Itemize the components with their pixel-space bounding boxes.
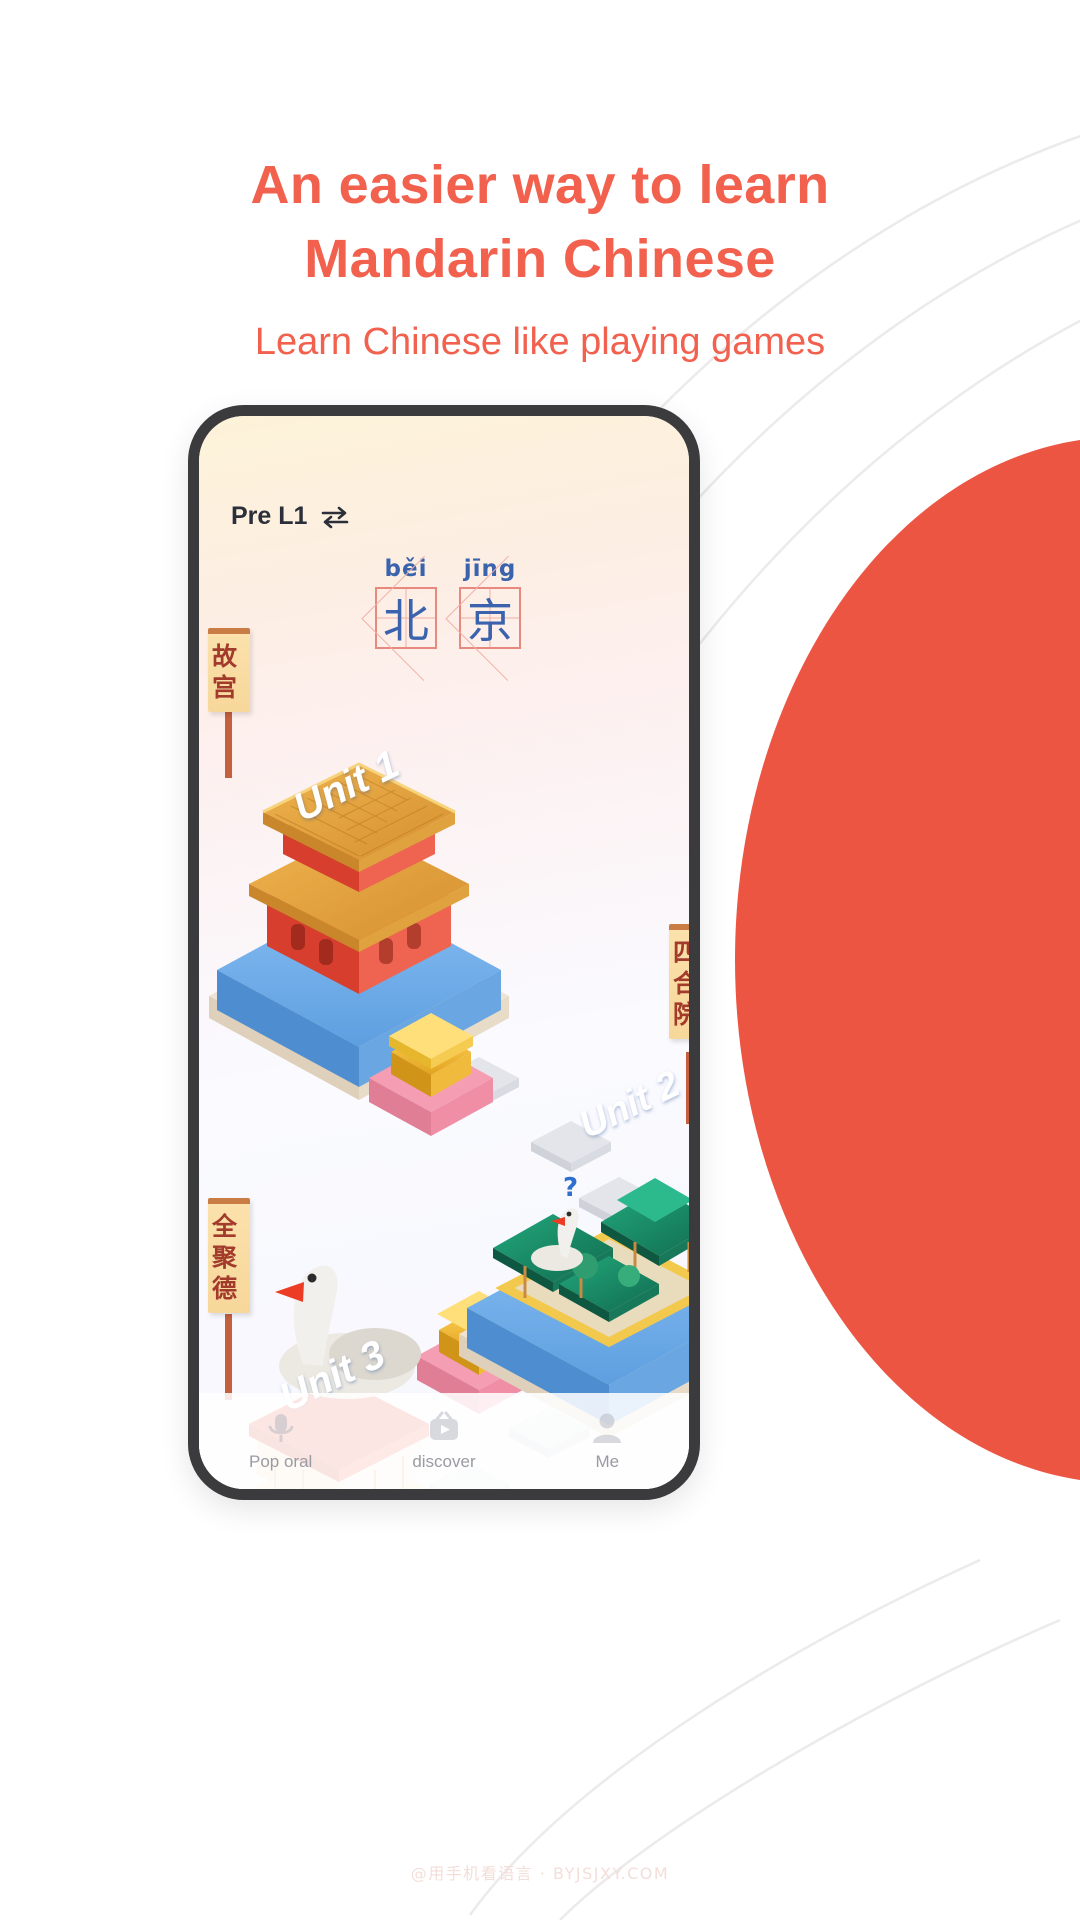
nav-item-discover[interactable]: discover	[362, 1393, 525, 1489]
phone-screen: Pre L1 běi 北 jīng 京	[199, 416, 689, 1489]
nav-label: Pop oral	[249, 1451, 313, 1471]
watermark-text: @用手机看语言 · BYJSJXY.COM	[410, 1864, 670, 1883]
pinyin-text: běi	[384, 556, 428, 582]
goose-mascot	[275, 1265, 421, 1399]
mic-chat-icon	[268, 1413, 294, 1442]
person-icon	[593, 1413, 622, 1443]
character-cell: běi 北	[361, 555, 437, 681]
treasure-chest-open	[369, 1013, 493, 1136]
sign-post	[686, 1052, 689, 1124]
headline-line-1: An easier way to learn	[250, 155, 830, 215]
nav-item-me[interactable]: Me	[526, 1393, 689, 1489]
phone-mockup: Pre L1 běi 北 jīng 京	[188, 405, 700, 1500]
pinyin-text: jīng	[463, 556, 517, 582]
nav-label: Me	[595, 1451, 620, 1471]
tianzi-grid: 京	[445, 555, 521, 681]
signboard-char: 故宫	[212, 642, 238, 702]
subheadline: Learn Chinese like playing games	[254, 321, 826, 363]
level-label: Pre L1	[231, 502, 308, 530]
signboard-unit-2[interactable]: 四合院	[669, 924, 689, 1039]
nav-label: discover	[412, 1451, 476, 1471]
character-cell: jīng 京	[445, 555, 521, 681]
signboard-char: 全聚德	[212, 1212, 238, 1303]
hanzi-text: 北	[383, 594, 429, 648]
sign-post	[225, 686, 232, 778]
bottom-navigation: Pop oral discover Me	[199, 1393, 689, 1489]
tianzi-grid: 北	[361, 555, 437, 681]
signboard-char: 四合院	[673, 937, 689, 1030]
swap-horizontal-icon[interactable]	[320, 505, 350, 529]
hero-heading-block: An easier way to learn Mandarin Chinese …	[0, 148, 1080, 366]
hanzi-text: 京	[467, 594, 513, 648]
headline-line-2: Mandarin Chinese	[304, 229, 776, 289]
signboard-unit-1[interactable]: 故宫	[208, 628, 250, 712]
signboard-unit-3[interactable]: 全聚德	[208, 1198, 250, 1313]
goose-mascot-question: ?	[531, 1176, 583, 1271]
red-blob	[735, 440, 1080, 1480]
sign-post	[225, 1314, 232, 1400]
svg-text:?: ?	[563, 1176, 578, 1203]
nav-item-pop-oral[interactable]: Pop oral	[199, 1393, 362, 1489]
tv-play-icon	[429, 1411, 458, 1440]
word-card: běi 北 jīng 京	[361, 555, 521, 681]
level-selector[interactable]: Pre L1	[231, 502, 350, 531]
